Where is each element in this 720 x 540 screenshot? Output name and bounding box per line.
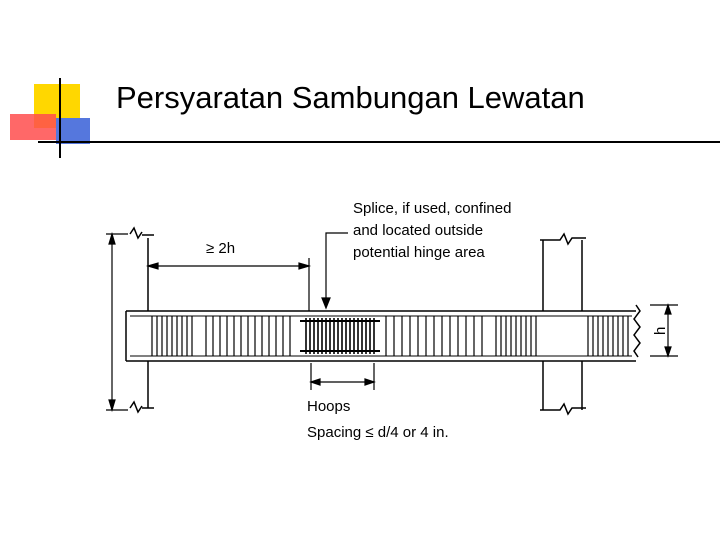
two-h-label: ≥ 2h [206,240,235,257]
beam-depth-dimension [650,303,678,358]
column-height-dimension [106,231,128,413]
hoops-spacing-dimension [309,363,376,390]
blue-block [56,118,90,144]
splice-note-line-2: and located outside [353,222,483,239]
longitudinal-bars [130,315,632,357]
two-h-dimension [145,258,312,311]
corner-decoration [10,78,90,158]
hoop-group [151,316,629,356]
depth-label: h [652,327,669,335]
right-column [540,232,586,416]
splice-note-line-1: Splice, if used, confined [353,200,511,217]
splice-note-line-3: potential hinge area [353,244,485,261]
spacing-label: Spacing ≤ d/4 or 4 in. [307,424,449,441]
hoops-label: Hoops [307,398,350,415]
beam [125,304,641,362]
red-block [10,114,56,140]
slide-title: Persyaratan Sambungan Lewatan [116,80,585,115]
splice-leader [321,232,348,310]
left-column [129,226,154,414]
